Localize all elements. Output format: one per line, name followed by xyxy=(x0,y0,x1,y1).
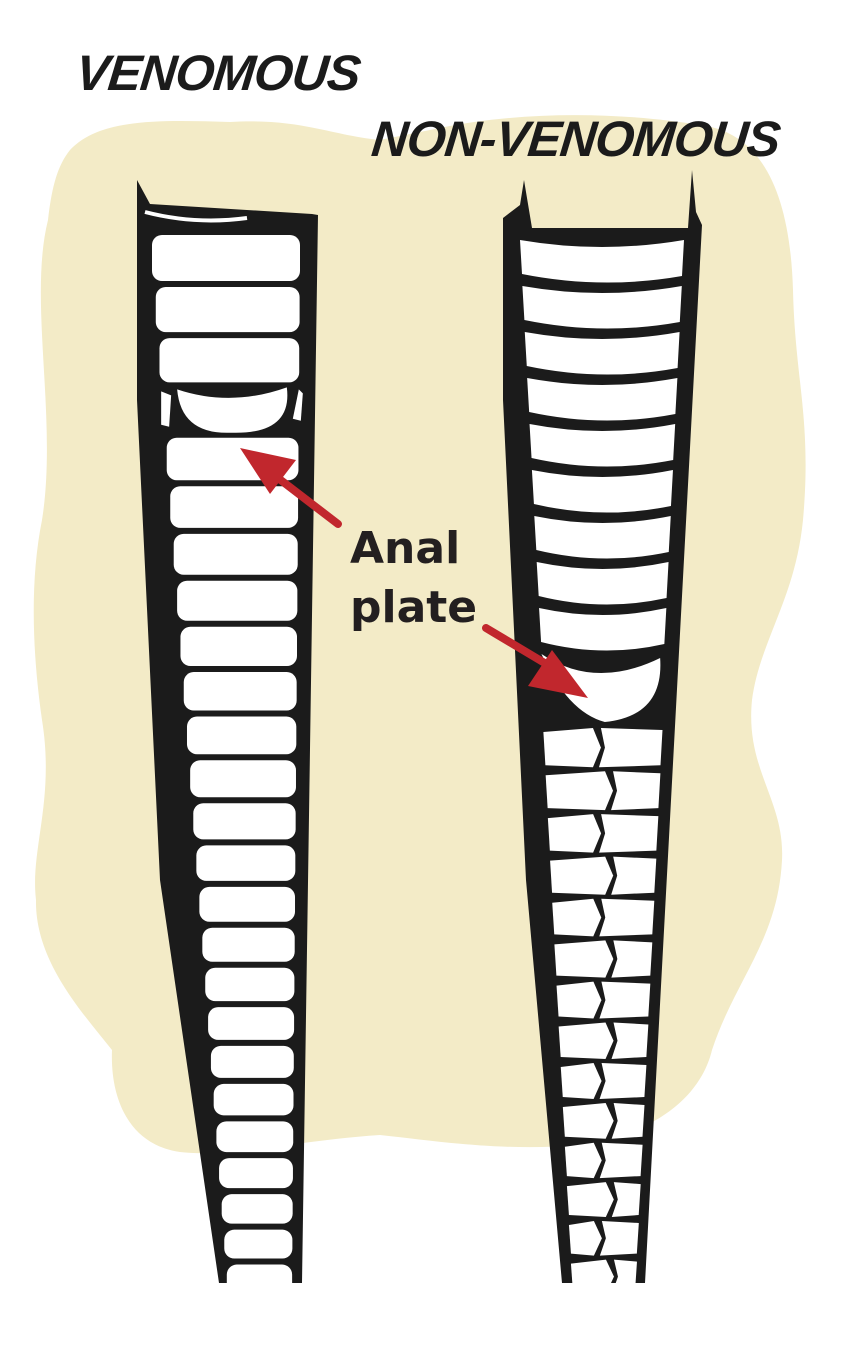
ventral-scale xyxy=(205,967,295,1002)
subcaudal-scale-right xyxy=(599,981,651,1019)
venomous-anal-plate xyxy=(177,387,288,433)
subcaudal-scale-left xyxy=(554,940,614,978)
ventral-scale xyxy=(522,286,682,329)
ventral-scale xyxy=(216,1121,294,1153)
ventral-scale xyxy=(213,1083,294,1116)
venomous-label: VENOMOUS xyxy=(73,45,363,101)
ventral-scale xyxy=(210,1045,294,1078)
ventral-scale xyxy=(224,1229,293,1259)
subcaudal-scale-left xyxy=(566,1182,614,1218)
ventral-scale xyxy=(173,533,298,575)
subcaudal-scale-left xyxy=(547,814,602,853)
ventral-scale xyxy=(534,516,671,559)
subcaudal-scale-left xyxy=(556,981,602,1019)
ventral-scale xyxy=(202,927,295,962)
venomous-ventral-scales xyxy=(152,235,303,1293)
subcaudal-scale-right xyxy=(611,1022,649,1059)
ventral-scale xyxy=(180,626,298,667)
ventral-scale xyxy=(199,886,296,922)
subcaudal-scale-right xyxy=(611,1259,637,1294)
subcaudal-scale-right xyxy=(599,1221,639,1256)
ventral-scale xyxy=(520,240,684,283)
subcaudal-scale-right xyxy=(598,728,663,768)
ventral-scale xyxy=(183,672,297,711)
anal-plate-arrow-venomous xyxy=(240,448,342,528)
subcaudal-scale-left xyxy=(543,728,601,768)
subcaudal-scale-right xyxy=(599,898,655,937)
subcaudal-scale-left xyxy=(550,856,614,895)
ventral-scale xyxy=(155,287,300,333)
anal-plate-label-line2: plate xyxy=(350,582,478,633)
subcaudal-scale-left xyxy=(560,1062,602,1100)
non-venomous-label: NON-VENOMOUS xyxy=(369,111,783,167)
subcaudal-scale-right xyxy=(611,1103,645,1139)
subcaudal-scale-right xyxy=(611,856,657,895)
side-scale xyxy=(161,391,172,427)
ventral-scale xyxy=(186,716,297,755)
ventral-scale xyxy=(208,1007,295,1040)
anal-plate-arrow-non-venomous xyxy=(482,624,588,698)
ventral-scale xyxy=(177,580,298,621)
subcaudal-scale-right xyxy=(611,771,661,811)
ventral-scale xyxy=(170,486,299,528)
ventral-scale xyxy=(226,1264,293,1293)
anal-plate-label-line1: Anal xyxy=(350,523,461,574)
ventral-scale xyxy=(219,1158,293,1189)
ventral-scale xyxy=(193,803,296,840)
ventral-scale xyxy=(531,470,673,513)
ventral-scale xyxy=(527,378,678,421)
side-scale xyxy=(292,389,303,421)
non-venomous-ventral-scales xyxy=(520,240,684,1294)
subcaudal-scale-left xyxy=(545,771,614,811)
subcaudal-scale-left xyxy=(562,1103,614,1139)
subcaudal-scale-right xyxy=(599,814,659,853)
subcaudal-scale-left xyxy=(552,898,602,937)
subcaudal-scale-right xyxy=(599,1062,647,1100)
ventral-scale xyxy=(196,845,296,881)
ventral-scale xyxy=(159,338,300,383)
ventral-scale xyxy=(190,760,296,798)
non-venomous-anal-plate xyxy=(541,654,661,722)
ventral-scale xyxy=(221,1194,293,1224)
subcaudal-scale-left xyxy=(568,1221,602,1256)
non-venomous-snake-underside xyxy=(503,170,702,1294)
subcaudal-scale-right xyxy=(599,1142,643,1179)
ventral-scale xyxy=(529,424,676,467)
subcaudal-scale-left xyxy=(558,1022,614,1059)
ventral-scale xyxy=(539,608,667,651)
subcaudal-scale-right xyxy=(611,940,653,978)
ventral-scale xyxy=(536,562,669,605)
subcaudal-scale-right xyxy=(611,1182,641,1218)
ventral-scale xyxy=(524,332,680,375)
subcaudal-scale-left xyxy=(564,1142,602,1179)
ventral-scale xyxy=(152,235,300,281)
subcaudal-scale-left xyxy=(570,1259,614,1294)
